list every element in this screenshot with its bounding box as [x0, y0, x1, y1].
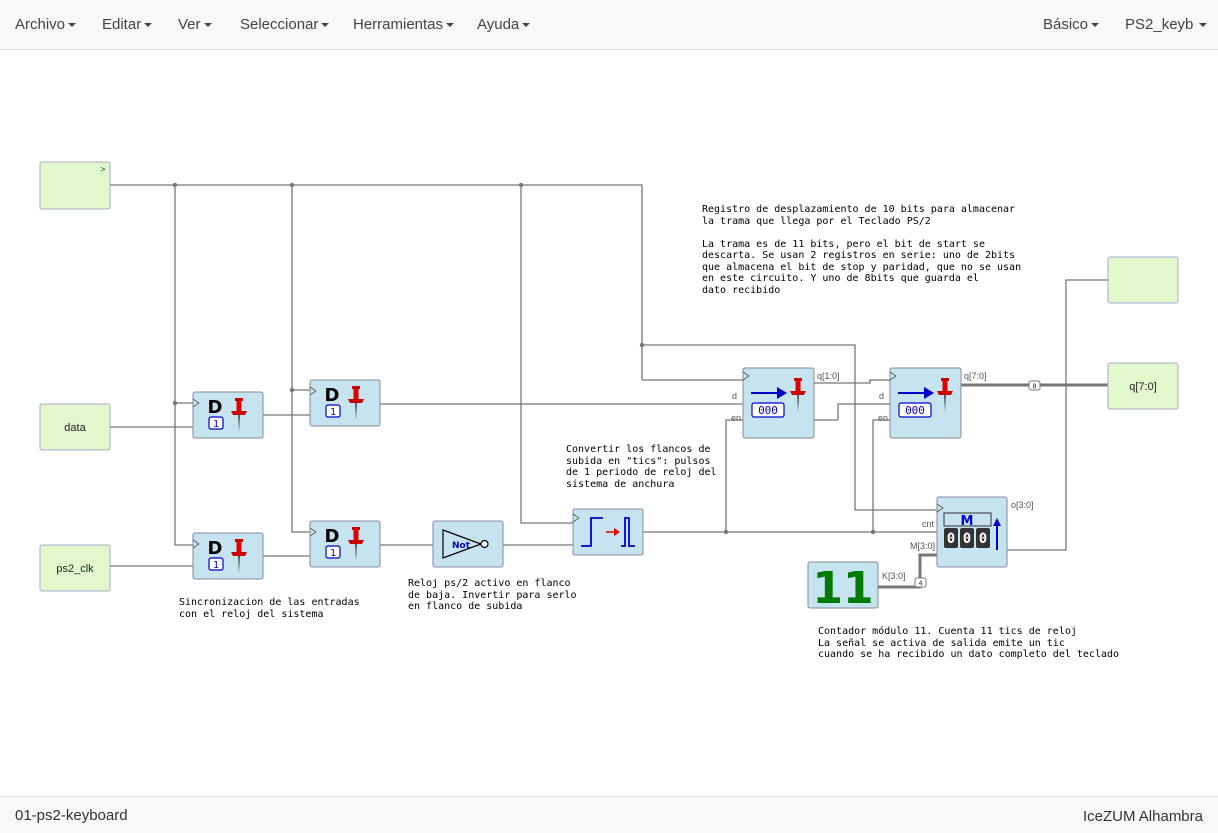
dff-init: 1: [213, 560, 219, 571]
note-counter: Contador módulo 11. Cuenta 11 tics de re…: [818, 626, 1120, 660]
menu-ayuda[interactable]: Ayuda: [477, 0, 531, 50]
dff-block-1[interactable]: D 1: [192, 391, 264, 439]
unnamed-output-block[interactable]: [1107, 256, 1179, 304]
arrow-up-icon: [993, 518, 1001, 526]
data-input-block[interactable]: data: [39, 403, 111, 451]
counter-digit: 0: [963, 531, 971, 547]
menu-basico[interactable]: Básico: [1043, 0, 1100, 50]
caret-down-icon: [203, 23, 212, 28]
dff-block-3[interactable]: D 1: [192, 532, 264, 580]
counter-letter: M: [961, 514, 974, 529]
port-en-label: en: [878, 413, 888, 423]
pin-icon: [348, 527, 364, 561]
status-bar: 01-ps2-keyboard IceZUM Alhambra: [0, 796, 1218, 833]
shift-register-2[interactable]: 000 d en q[7:0]: [878, 367, 987, 439]
pin-icon: [937, 378, 953, 412]
constant-block[interactable]: 11 K[3:0]: [807, 561, 906, 614]
menu-seleccionar[interactable]: Seleccionar: [240, 0, 330, 50]
counter-block[interactable]: M 0 0 0 cnt M[3:0] o[3:0]: [910, 496, 1034, 568]
pin-icon: [231, 539, 247, 573]
pulse-icon: [621, 517, 635, 547]
note-sync: Sincronizacion de las entradas con el re…: [179, 597, 360, 620]
menu-ayuda-label: Ayuda: [477, 16, 520, 33]
menu-ver[interactable]: Ver: [178, 0, 212, 50]
status-project-name: 01-ps2-keyboard: [15, 807, 128, 824]
dff-letter: D: [325, 385, 340, 406]
shift-out-label: q[1:0]: [817, 371, 840, 381]
shift-init: 000: [905, 404, 925, 417]
port-d-label: d: [732, 391, 737, 401]
dff-letter: D: [325, 526, 340, 547]
ps2clk-input-label: ps2_clk: [56, 563, 94, 575]
q-output-block[interactable]: q[7:0]: [1107, 362, 1179, 410]
bus-width-8: 8: [1032, 383, 1036, 391]
dff-init: 1: [330, 407, 336, 418]
junctions: [172, 182, 876, 535]
arrow-right-icon: [924, 387, 934, 399]
counter-digit: 0: [947, 531, 955, 547]
shift-register-1[interactable]: 000 d en q[1:0]: [731, 367, 840, 439]
menu-herramientas-label: Herramientas: [353, 16, 444, 33]
pin-icon: [348, 386, 364, 420]
clk-input-block[interactable]: >: [39, 161, 111, 210]
shift-init: 000: [758, 404, 778, 417]
menu-archivo[interactable]: Archivo: [15, 0, 77, 50]
menu-editar[interactable]: Editar: [102, 0, 153, 50]
ps2clk-input-block[interactable]: ps2_clk: [39, 544, 111, 592]
menu-basico-label: Básico: [1043, 16, 1089, 33]
pin-icon: [790, 378, 806, 412]
caret-down-icon: [68, 23, 77, 28]
menu-seleccionar-label: Seleccionar: [240, 16, 319, 33]
counter-cnt-label: cnt: [922, 519, 935, 529]
arrow-right-icon: [777, 387, 787, 399]
edge-detector-block[interactable]: [572, 508, 644, 556]
menu-ver-label: Ver: [178, 16, 201, 33]
port-en-label: en: [731, 413, 741, 423]
bus-width-4: 4: [918, 580, 922, 588]
constant-port-label: K[3:0]: [882, 571, 906, 581]
menu-herramientas[interactable]: Herramientas: [353, 0, 455, 50]
rising-edge-icon: [581, 517, 603, 547]
caret-down-icon: [1091, 23, 1100, 28]
caret-down-icon: [522, 23, 531, 28]
dff-init: 1: [330, 548, 336, 559]
dff-init: 1: [213, 419, 219, 430]
caret-down-icon: [446, 23, 455, 28]
dff-block-2[interactable]: D 1: [309, 379, 381, 427]
not-label: Not: [452, 541, 471, 551]
caret-down-icon: [321, 23, 330, 28]
menu-project-label: PS2_keyb: [1125, 16, 1194, 33]
counter-digit: 0: [979, 531, 987, 547]
counter-m-label: M[3:0]: [910, 541, 935, 551]
wires: [110, 184, 1108, 567]
clk-symbol-icon: >: [100, 165, 106, 175]
not-gate-block[interactable]: Not: [432, 520, 504, 568]
counter-out-label: o[3:0]: [1011, 500, 1034, 510]
note-clock: Reloj ps/2 activo en flanco de baja. Inv…: [408, 578, 577, 612]
dff-block-4[interactable]: D 1: [309, 520, 381, 568]
q-output-label: q[7:0]: [1129, 381, 1157, 393]
shift2-out-label: q[7:0]: [964, 371, 987, 381]
pin-icon: [231, 398, 247, 432]
status-board-name: IceZUM Alhambra: [1082, 808, 1203, 825]
port-d-label: d: [879, 391, 884, 401]
caret-down-icon: [1199, 23, 1208, 28]
menu-project[interactable]: PS2_keyb: [1125, 0, 1208, 50]
menu-archivo-label: Archivo: [15, 16, 66, 33]
constant-value: 11: [812, 563, 873, 614]
caret-down-icon: [144, 23, 153, 28]
data-input-label: data: [64, 422, 86, 434]
bus-width-markers: 8 4: [914, 380, 1041, 588]
dff-letter: D: [208, 397, 223, 418]
menu-editar-label: Editar: [102, 16, 142, 33]
circuit-canvas[interactable]: 8 4 > data ps2_clk q[7:0] D 1 D: [0, 51, 1218, 796]
menu-bar: Archivo Editar Ver Seleccionar Herramien…: [0, 0, 1218, 50]
note-edges: Convertir los flancos de subida en "tics…: [566, 444, 717, 490]
arrow-right-icon: [614, 528, 620, 536]
dff-letter: D: [208, 538, 223, 559]
note-register: Registro de desplazamiento de 10 bits pa…: [702, 204, 1022, 296]
